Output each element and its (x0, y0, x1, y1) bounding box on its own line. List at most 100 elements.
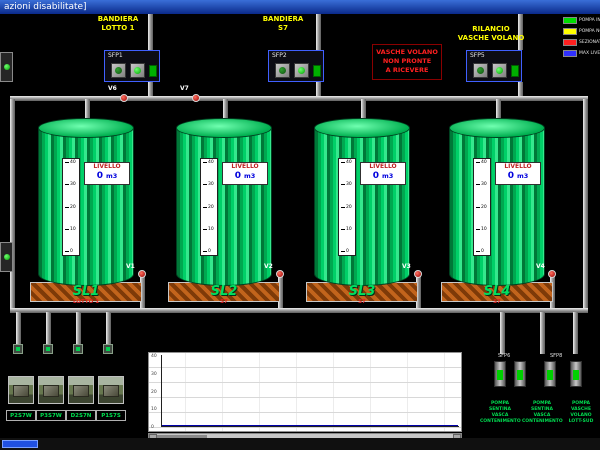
pump-status-icon (496, 67, 503, 74)
photo-content (73, 385, 89, 397)
caption-line: S7 (278, 24, 288, 32)
pipe (540, 312, 545, 354)
pipe-main-bottom (10, 308, 588, 313)
trend-chart[interactable]: 40 30 20 10 0 (148, 352, 462, 432)
valve-v6[interactable] (120, 94, 128, 102)
taskbar-button[interactable] (2, 440, 38, 448)
photo-thumbnail[interactable] (8, 376, 34, 404)
pump-station-sfp5[interactable]: SFP5 (466, 50, 522, 82)
legend-swatch-red (563, 39, 577, 46)
pump-group-label: SFP6 (498, 353, 511, 359)
gauge-tick: 10 (481, 226, 487, 232)
pipe-junction (13, 344, 23, 354)
gauge-tick: 40 (481, 160, 487, 165)
gauge-tick: 40 (208, 160, 214, 165)
status-led (4, 254, 10, 260)
tank-label: SL1 (72, 284, 100, 299)
pump-icon[interactable] (130, 63, 145, 78)
photo-content (43, 385, 59, 397)
pump-desc-line: VOLANO (570, 413, 592, 418)
caption-line: VASCHE VOLANO (457, 34, 525, 42)
pipe-fitting (149, 65, 157, 77)
scroll-thumb[interactable] (157, 435, 207, 439)
level-gauge: 40 30 20 10 0 (200, 158, 218, 256)
gauge-tick: 20 (481, 204, 487, 210)
level-title: LIVELLO (93, 163, 121, 170)
photo-thumbnail[interactable] (68, 376, 94, 404)
pump-group-label: SFP8 (550, 353, 563, 359)
valve-label: V7 (180, 85, 189, 92)
pump-icon[interactable] (492, 63, 507, 78)
gauge-tick: 0 (346, 249, 349, 254)
valve-v4[interactable] (548, 270, 556, 278)
pipe-right-trunk (583, 99, 588, 311)
valve-v2[interactable] (276, 270, 284, 278)
sump-pump-icon[interactable] (494, 361, 506, 387)
photo-label-p2s7w: P2S7W (6, 410, 36, 421)
level-gauge: 40 30 20 10 0 (473, 158, 491, 256)
valve-label: V6 (108, 85, 117, 92)
pipe (46, 312, 51, 344)
legend-item: POMPA IN MARCIA (563, 15, 600, 26)
gauge-tick: 0 (208, 249, 211, 254)
sump-pump-icon[interactable] (544, 361, 556, 387)
pump-icon[interactable] (111, 63, 126, 78)
pump-desc-line: SENTINA (488, 407, 512, 412)
pump-station-sfp1[interactable]: SFP1 (104, 50, 160, 82)
pump-status-icon (134, 67, 141, 74)
side-equipment-panel[interactable] (0, 242, 13, 272)
bottom-strip (0, 438, 600, 450)
pipe (278, 274, 283, 310)
pump-desc-line: CONTENIMENTO (522, 419, 563, 424)
photo-label-p1s7s: P1S7S (96, 410, 126, 421)
valve-label: V4 (536, 263, 545, 270)
pipe (223, 99, 228, 121)
level-unit: m3 (105, 172, 118, 180)
legend-swatch-blue (563, 50, 577, 57)
tank-body (38, 128, 134, 286)
pipe (500, 312, 505, 354)
pump-desc-line: SENTINA (530, 407, 554, 412)
pump-icon[interactable] (294, 63, 309, 78)
gauge-tick: 10 (70, 226, 76, 232)
pipe (573, 312, 578, 354)
chart-tick: 0 (151, 425, 154, 430)
photo-thumbnail[interactable] (38, 376, 64, 404)
valve-v1[interactable] (138, 270, 146, 278)
photo-content (103, 385, 119, 397)
pump-station-sfp2[interactable]: SFP2 (268, 50, 324, 82)
pipe-junction (103, 344, 113, 354)
level-value: 0 (507, 171, 514, 181)
side-equipment-panel[interactable] (0, 52, 13, 82)
pump-station-label: SFP2 (272, 52, 287, 59)
photo-thumbnail[interactable] (98, 376, 124, 404)
warning-line: A RICEVERE (385, 66, 429, 74)
level-value: 0 (234, 171, 241, 181)
pump-desc-line: CONTENIMENTO (480, 419, 521, 424)
pipe (76, 312, 81, 344)
sump-pump-icon[interactable] (570, 361, 582, 387)
pump-station-label: SFP1 (108, 52, 123, 59)
pump-icon[interactable] (275, 63, 290, 78)
valve-v7[interactable] (192, 94, 200, 102)
pump-desc-line: VASCA (491, 413, 509, 418)
pump-icon[interactable] (473, 63, 488, 78)
alarm-legend: POMPA IN MARCIA POMPA NON IN MARCIA SEZI… (563, 15, 600, 65)
level-unit: m3 (381, 172, 394, 180)
valve-v3[interactable] (414, 270, 422, 278)
tank-body (314, 128, 410, 286)
level-title: LIVELLO (369, 163, 397, 170)
sump-pump-icon[interactable] (514, 361, 526, 387)
gauge-tick: 0 (70, 249, 73, 254)
status-led (4, 64, 10, 70)
pump-running-indicator (573, 370, 579, 380)
gauge-tick: 20 (346, 204, 352, 210)
pipe (148, 82, 153, 98)
window-titlebar[interactable]: azioni disabilitate] (0, 0, 600, 14)
pump-station-label: SFP5 (470, 52, 485, 59)
station-caption: BANDIERA LOTTO 1 (80, 15, 156, 33)
